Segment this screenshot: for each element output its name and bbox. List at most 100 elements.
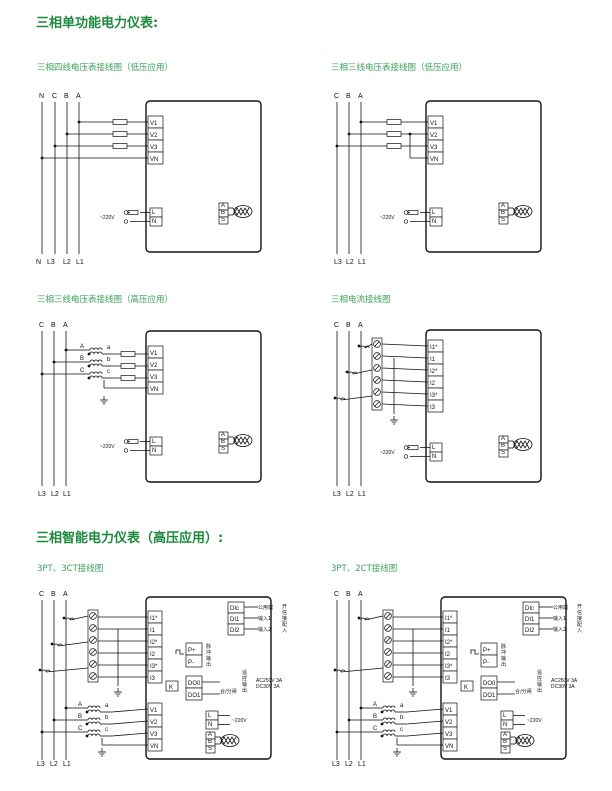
polarity-dot xyxy=(380,722,384,726)
do-note: 控 xyxy=(242,675,247,682)
pulse-note: 脉 xyxy=(206,643,211,650)
di-note: 入 xyxy=(577,628,582,634)
phase-label-bottom: L1 xyxy=(76,259,84,266)
power-terminal-label: N xyxy=(432,219,436,225)
pt-primary-label: B xyxy=(373,714,377,720)
polarity-dot xyxy=(380,734,384,738)
shield-ellipse xyxy=(513,438,533,451)
comm-terminal-label: B xyxy=(208,739,212,745)
phase-label-top: C xyxy=(334,591,339,598)
current-terminal-label: I3* xyxy=(445,664,453,670)
polarity-dot xyxy=(87,376,91,380)
shield-ellipse xyxy=(233,205,253,218)
di-note: 入 xyxy=(282,628,287,634)
ct-terminal-strip xyxy=(382,609,394,683)
do-note: 输 xyxy=(537,681,542,688)
junction-dot xyxy=(408,132,412,136)
phase-label-top: C xyxy=(334,322,339,329)
pt-primary-label: A xyxy=(80,344,84,350)
power-terminal-label: L xyxy=(152,210,156,216)
comm-terminal-label: B xyxy=(501,443,505,449)
do-terminal-label: DO1 xyxy=(188,693,201,699)
pulse-note: 输 xyxy=(501,655,506,662)
twisted-pair xyxy=(514,736,532,745)
pt-secondary-label: b xyxy=(107,357,111,363)
twisted-pair xyxy=(219,736,237,745)
rating-dc: DC30V 3A xyxy=(551,684,575,690)
current-terminal-label: I3 xyxy=(445,676,451,682)
di-note: 开 xyxy=(282,604,287,610)
voltage-wire xyxy=(406,732,444,737)
phase-label-bottom: L3 xyxy=(38,491,46,498)
phase-label-bottom: L3 xyxy=(47,259,55,266)
ct-terminal-strip xyxy=(371,337,383,411)
voltage-wire xyxy=(406,708,444,713)
polarity-dot xyxy=(87,364,91,368)
pt-secondary-label: a xyxy=(107,345,111,351)
do-note: 遥 xyxy=(242,669,247,676)
phase-label-top: C xyxy=(52,93,57,100)
comm-terminal-label: B xyxy=(221,210,225,216)
comm-terminal-label: B xyxy=(221,439,225,445)
comm-terminal xyxy=(205,745,216,754)
terminal-ring xyxy=(403,454,409,459)
di-input2-label: 输入2 xyxy=(258,626,271,633)
fuse xyxy=(386,131,402,137)
phase-label-top: A xyxy=(76,93,81,100)
pt-secondary-label: c xyxy=(105,727,108,733)
ct-screw-slot xyxy=(374,377,380,383)
power-terminal-label: N xyxy=(503,722,507,728)
phase-label-top: B xyxy=(346,591,351,598)
rating-ac: AC250V 3A xyxy=(256,678,283,684)
di-terminal-label: DI1 xyxy=(525,617,535,623)
pt-secondary-coil xyxy=(382,721,396,725)
phase-label-top: A xyxy=(63,591,68,598)
polarity-dot xyxy=(62,616,66,620)
meter-body xyxy=(440,596,567,760)
pt-primary-label: C xyxy=(78,726,83,732)
ct-screw-slot xyxy=(90,625,96,631)
comm-terminal-label: A xyxy=(501,436,505,442)
voltage-terminal-label: V1 xyxy=(150,121,158,127)
comm-terminal-label: A xyxy=(503,732,507,738)
pulse-note: 出 xyxy=(206,661,211,668)
comm-terminal-label: A xyxy=(208,732,212,738)
terminal-ring xyxy=(403,219,409,224)
pt-primary-label: C xyxy=(80,368,85,374)
current-terminal-label: I3 xyxy=(430,405,436,411)
twisted-pair xyxy=(512,440,530,449)
current-terminal-label: I3* xyxy=(430,393,438,399)
phase-label-bottom: L3 xyxy=(37,761,45,768)
voltage-terminal-label: VN xyxy=(430,157,438,163)
voltage-terminal-label: V3 xyxy=(150,732,158,738)
do-terminal-label: DO0 xyxy=(188,681,201,687)
di-note: 配 xyxy=(577,622,582,628)
ct-screw-slot xyxy=(385,673,391,679)
di-common-label: 公用端 xyxy=(553,604,568,611)
current-terminal-label: I2 xyxy=(445,652,451,658)
fuse xyxy=(112,119,128,125)
current-terminal-label: I1* xyxy=(150,616,158,622)
comm-terminal-label: A xyxy=(221,432,225,438)
polarity-dot xyxy=(380,710,384,714)
fuse xyxy=(386,143,402,149)
di-input1-label: 输入1 xyxy=(553,615,566,622)
pt-primary-label: B xyxy=(80,356,84,362)
di-terminal xyxy=(522,623,540,636)
terminal-ring xyxy=(403,210,409,215)
power-terminal-label: N xyxy=(208,722,212,728)
twisted-pair xyxy=(232,207,250,216)
ct-screw-slot xyxy=(374,389,380,395)
ct-screw-slot xyxy=(385,649,391,655)
twisted-pair xyxy=(232,207,250,216)
pt-primary-label: B xyxy=(78,714,82,720)
fuse xyxy=(120,375,136,381)
caption-d3: 三相三线电压表接线图（高压应用） xyxy=(37,294,173,305)
pt-secondary-coil xyxy=(382,733,396,737)
voltage-wire xyxy=(111,708,149,713)
pt-primary-coil xyxy=(382,717,396,721)
pt-primary-coil xyxy=(87,729,101,733)
comm-terminal-label: S xyxy=(221,217,225,223)
